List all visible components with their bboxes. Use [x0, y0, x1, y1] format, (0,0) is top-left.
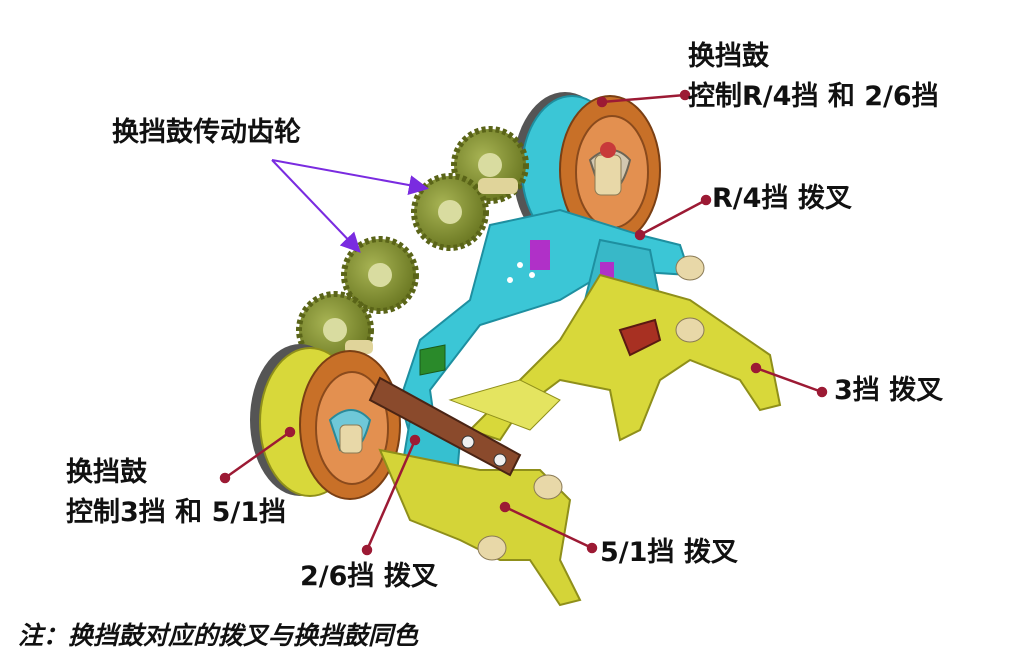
label-fork-3: 3挡 拨叉 — [834, 375, 944, 406]
lower-drive-gears — [296, 236, 419, 369]
footnote: 注：换挡鼓对应的拨叉与换挡鼓同色 — [18, 621, 419, 650]
label-upper-drum-title: 换挡鼓 — [688, 41, 769, 72]
label-fork-51: 5/1挡 拨叉 — [600, 537, 738, 568]
upper-drive-gears — [411, 126, 529, 251]
lower-shift-drum — [250, 344, 401, 500]
yellow-forks — [378, 273, 782, 607]
label-fork-26: 2/6挡 拨叉 — [300, 561, 438, 592]
leader-lines — [219, 89, 828, 556]
label-fork-r4: R/4挡 拨叉 — [712, 183, 852, 214]
label-upper-drum-desc: 控制R/4挡 和 2/6挡 — [688, 81, 939, 112]
gear-label-arrows — [271, 159, 429, 253]
upper-shift-drum — [513, 92, 661, 248]
shift-rail-bar — [368, 318, 662, 477]
label-drive-gears: 换挡鼓传动齿轮 — [112, 117, 301, 148]
label-lower-drum-title: 换挡鼓 — [66, 457, 147, 488]
label-lower-drum-desc: 控制3挡 和 5/1挡 — [66, 497, 287, 528]
